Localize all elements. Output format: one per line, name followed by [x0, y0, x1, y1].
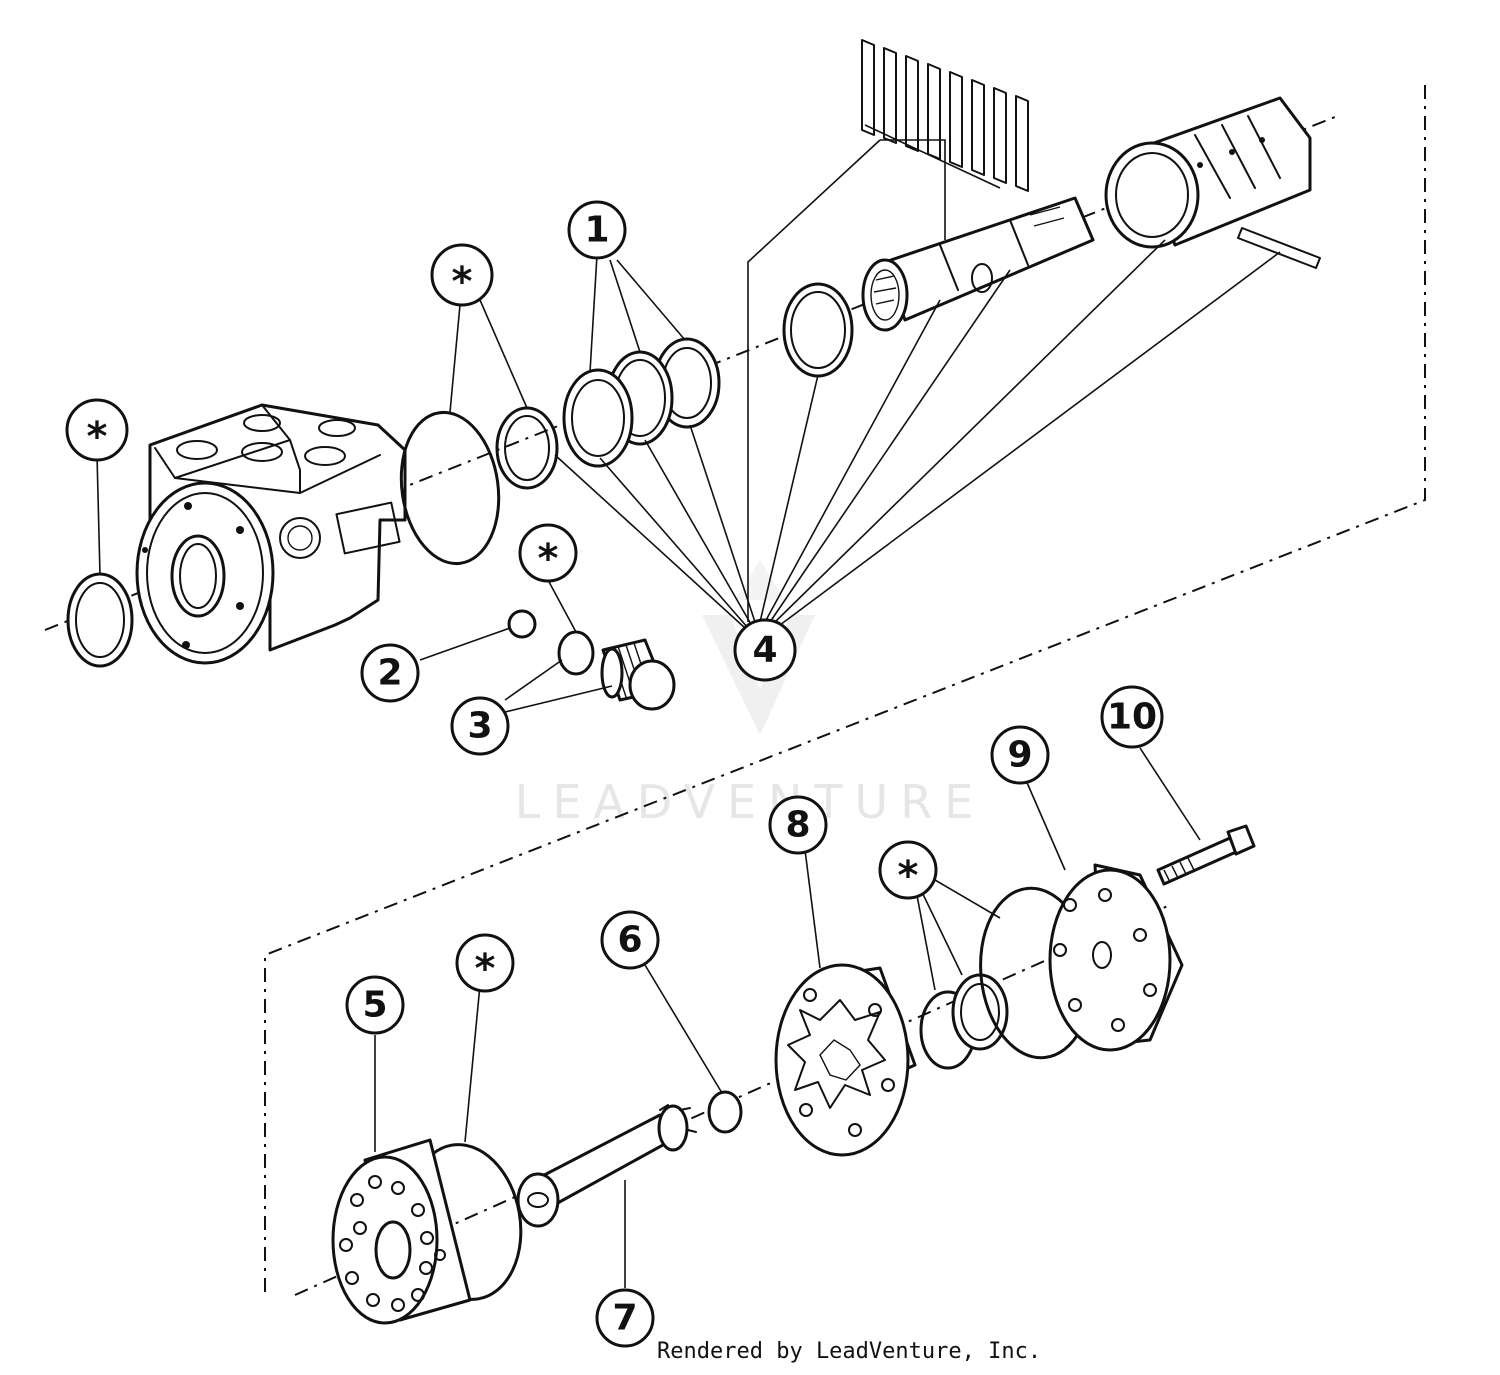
plug-o-ring: [557, 630, 595, 676]
callout-3: 3: [450, 696, 510, 756]
spacer-plate: [1048, 863, 1184, 1052]
svg-text:3: 3: [467, 706, 492, 747]
star-callout-housing: *: [65, 398, 129, 462]
star-callout-lower-seals: *: [878, 840, 938, 900]
footer-credit: Rendered by LeadVenture, Inc.: [657, 1339, 1041, 1364]
check-ball: [507, 609, 537, 639]
sleeve-seal-ring: [782, 282, 854, 378]
drive-shaft: [516, 1104, 697, 1228]
star-callout-end-cover: *: [455, 933, 515, 993]
assembly-boundary-line: [264, 85, 1426, 1295]
svg-text:9: 9: [1007, 735, 1032, 776]
svg-text:*: *: [898, 853, 919, 899]
callout-2: 2: [360, 643, 420, 703]
cap-screw: [1156, 824, 1256, 886]
svg-text:7: 7: [612, 1298, 637, 1339]
spacer: [707, 1090, 743, 1134]
callout-1: 1: [567, 200, 627, 260]
threaded-plug: [600, 638, 676, 711]
svg-text:*: *: [475, 946, 496, 992]
callout-5: 5: [345, 975, 405, 1035]
svg-text:2: 2: [377, 653, 402, 694]
svg-text:6: 6: [617, 920, 642, 961]
gerotor-set: [774, 963, 917, 1157]
callout-9: 9: [990, 725, 1050, 785]
cross-pin: [1237, 227, 1321, 269]
callout-7: 7: [595, 1288, 655, 1348]
svg-text:10: 10: [1107, 697, 1157, 738]
callout-10: 10: [1100, 685, 1164, 749]
seal-ring-lower: [951, 973, 1009, 1051]
front-seal-ring: [66, 572, 134, 668]
sleeve: [1104, 96, 1312, 249]
svg-text:5: 5: [362, 985, 387, 1026]
leader-lines: [96, 124, 1281, 1288]
small-seal-ring: [495, 406, 559, 490]
svg-text:*: *: [452, 259, 473, 305]
end-cover: [331, 1138, 523, 1325]
callout-4: 4: [733, 618, 797, 682]
centering-springs: [861, 39, 1029, 192]
callout-6: 6: [600, 910, 660, 970]
svg-text:*: *: [538, 536, 559, 582]
svg-text:*: *: [87, 414, 108, 460]
thrust-bearing-assembly: [562, 337, 721, 468]
callout-8: 8: [768, 795, 828, 855]
svg-text:1: 1: [584, 210, 609, 251]
star-callout-seals: *: [430, 243, 494, 307]
star-callout-plug: *: [518, 523, 578, 583]
watermark-text: LEADVENTURE: [515, 775, 986, 829]
spool: [861, 196, 1095, 332]
svg-text:4: 4: [752, 630, 777, 671]
housing-o-ring: [399, 410, 501, 566]
svg-text:8: 8: [785, 805, 810, 846]
steering-valve-housing: [135, 403, 407, 665]
